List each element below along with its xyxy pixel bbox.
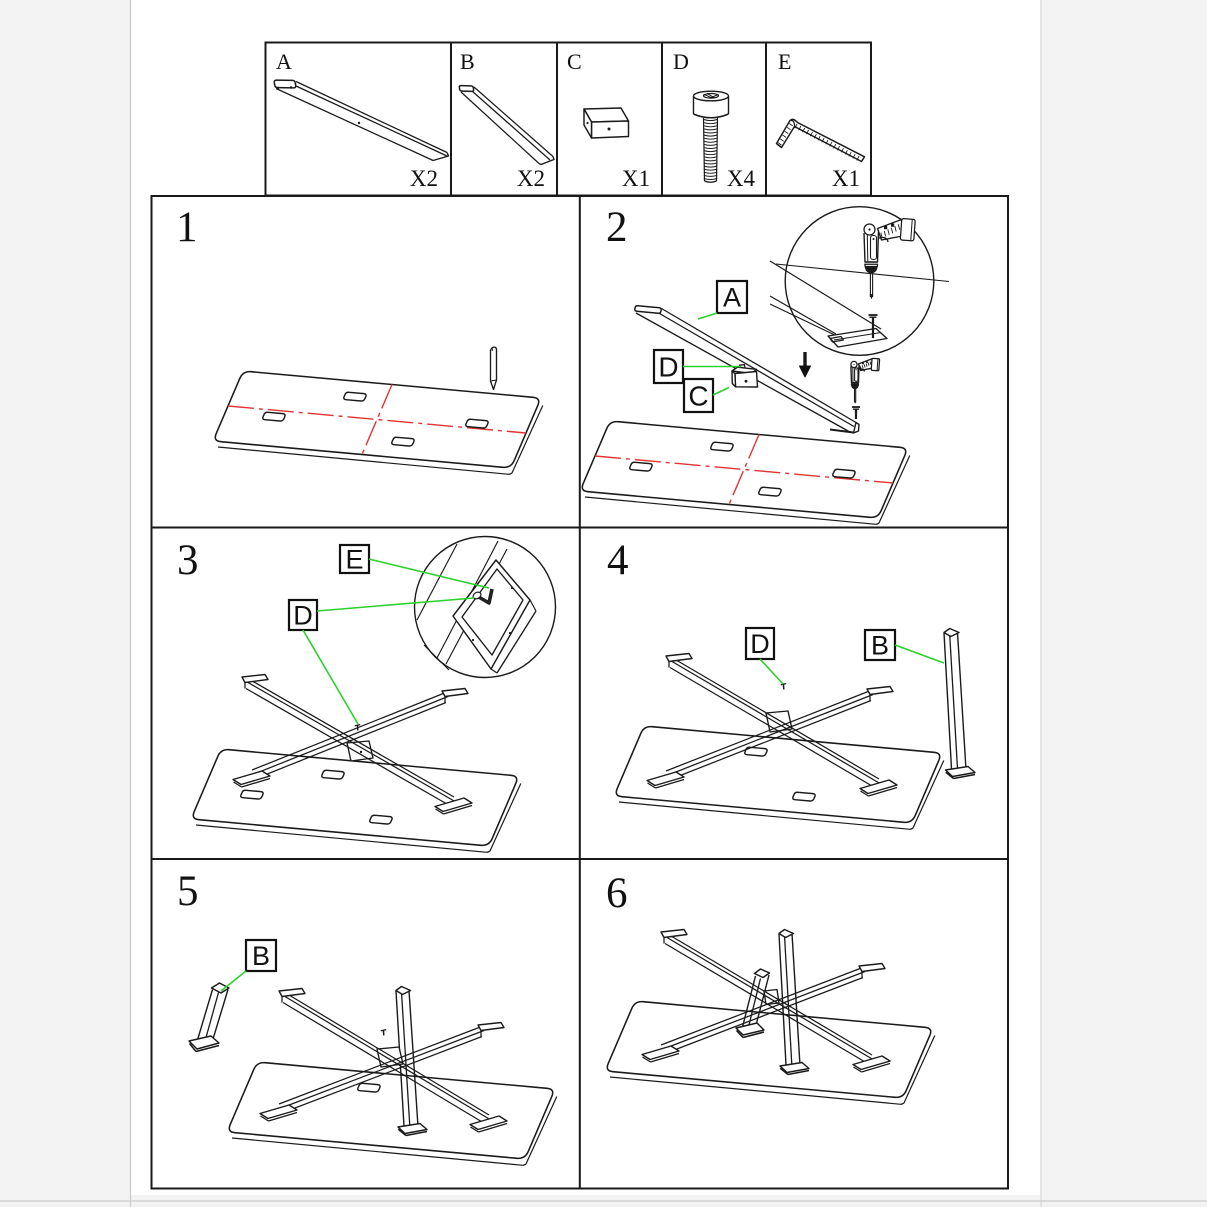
svg-text:D: D xyxy=(658,352,678,383)
svg-text:D: D xyxy=(750,629,770,659)
svg-text:3: 3 xyxy=(177,537,199,584)
svg-text:X4: X4 xyxy=(727,166,756,191)
svg-text:A: A xyxy=(276,49,292,74)
svg-text:X1: X1 xyxy=(622,166,650,191)
svg-text:D: D xyxy=(293,601,313,631)
svg-text:A: A xyxy=(723,283,741,313)
svg-text:X2: X2 xyxy=(517,166,545,191)
svg-text:4: 4 xyxy=(607,537,629,584)
svg-text:6: 6 xyxy=(606,870,628,917)
svg-text:2: 2 xyxy=(606,204,628,251)
svg-text:E: E xyxy=(345,545,363,575)
svg-text:C: C xyxy=(688,381,708,412)
svg-text:X2: X2 xyxy=(410,166,438,191)
svg-text:E: E xyxy=(778,49,791,74)
svg-text:5: 5 xyxy=(177,868,199,915)
svg-text:X1: X1 xyxy=(832,166,860,191)
svg-text:1: 1 xyxy=(176,204,198,251)
svg-text:B: B xyxy=(460,49,475,74)
svg-text:C: C xyxy=(567,49,582,74)
svg-text:D: D xyxy=(673,49,689,74)
svg-text:B: B xyxy=(871,631,889,661)
svg-text:B: B xyxy=(252,941,270,971)
